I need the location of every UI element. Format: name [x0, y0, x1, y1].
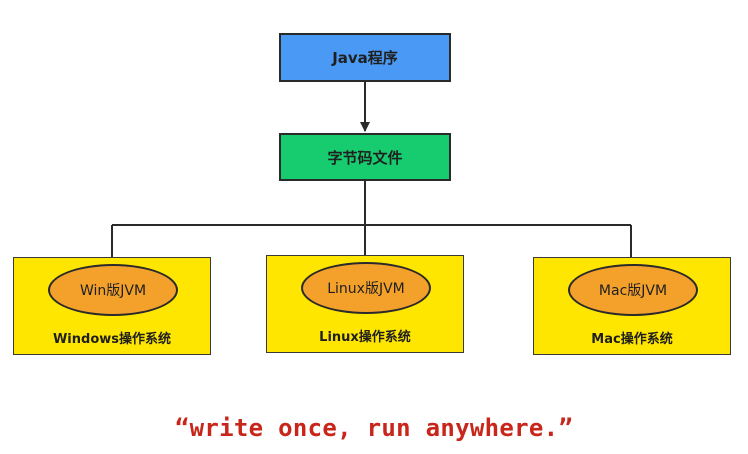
linux-os-label: Linux操作系统 [319, 330, 411, 345]
windows-jvm-label: Win版JVM [79, 283, 147, 299]
java-program-box: Java程序 [279, 33, 451, 82]
linux-jvm-label: Linux版JVM [327, 281, 405, 297]
linux-jvm-ellipse: Linux版JVM [301, 262, 431, 314]
windows-os-label: Windows操作系统 [52, 332, 172, 347]
bytecode-file-box: 字节码文件 [279, 133, 451, 181]
slogan-text: “write once, run anywhere.” [174, 414, 574, 442]
bytecode-file-label: 字节码文件 [327, 148, 403, 167]
java-program-label: Java程序 [332, 49, 398, 67]
mac-jvm-label: Mac版JVM [598, 283, 668, 299]
windows-jvm-ellipse: Win版JVM [48, 264, 178, 316]
linux-os-box: Linux版JVM Linux操作系统 [266, 255, 464, 353]
windows-os-box: Win版JVM Windows操作系统 [13, 257, 211, 355]
mac-os-label: Mac操作系统 [591, 332, 673, 347]
mac-os-box: Mac版JVM Mac操作系统 [533, 257, 731, 355]
mac-jvm-ellipse: Mac版JVM [568, 264, 698, 316]
